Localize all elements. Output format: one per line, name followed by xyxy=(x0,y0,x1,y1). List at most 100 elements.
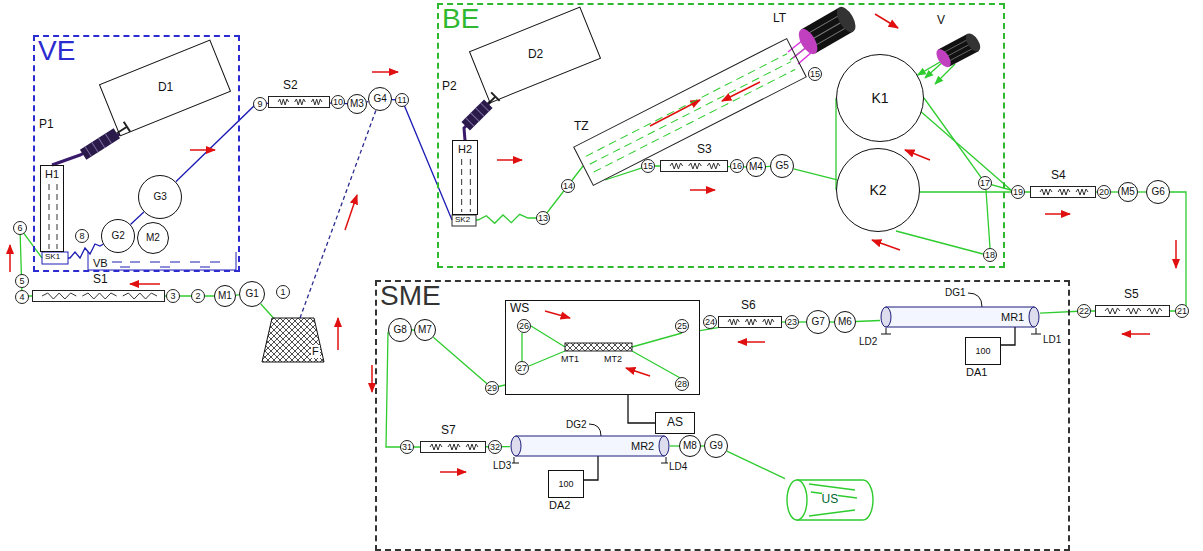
yarn-connector xyxy=(1138,191,1146,192)
stretch-zone: S3 xyxy=(660,160,728,172)
callout-number: 28 xyxy=(675,377,689,391)
roller-circle: M5 xyxy=(1118,182,1138,202)
callout-number: 27 xyxy=(515,361,529,375)
node-label: H2 xyxy=(458,143,472,156)
stretch-zone: S5 xyxy=(1095,305,1170,317)
node-label: H1 xyxy=(45,168,59,181)
dye-bath xyxy=(88,252,236,270)
stretch-zone-art xyxy=(661,161,729,173)
node-label: WS xyxy=(510,302,529,316)
callout-number: 24 xyxy=(703,315,717,329)
stretch-zone: S1 xyxy=(32,290,165,302)
stretch-zone-art xyxy=(1096,306,1171,318)
yarn-connector xyxy=(68,244,103,258)
yarn-connector xyxy=(835,98,836,190)
lamp-drum-art xyxy=(797,2,859,58)
node-label: V xyxy=(937,14,945,28)
part-label: P1 xyxy=(38,118,55,131)
yarn-connector xyxy=(300,110,376,318)
roller-circle: G5 xyxy=(770,154,794,178)
node-label: M7 xyxy=(418,324,432,336)
part-label: DG1 xyxy=(944,287,967,298)
node-label: G1 xyxy=(246,288,259,300)
roller-circle: G1 xyxy=(239,281,265,307)
node-label: 100 xyxy=(976,346,991,356)
node-label: S6 xyxy=(741,299,756,313)
stretch-zone: S4 xyxy=(1030,186,1096,198)
callout-number: 6 xyxy=(13,221,27,235)
yarn-connector xyxy=(670,445,679,446)
node-label: G7 xyxy=(812,316,825,328)
part-label: LD4 xyxy=(668,461,688,472)
callout-number: 1 xyxy=(276,285,290,299)
node-label: G4 xyxy=(374,93,387,105)
stretch-zone-art xyxy=(1031,187,1097,199)
stretch-zone: S2 xyxy=(268,96,330,108)
callout-number: 18 xyxy=(983,248,997,262)
callout-number: 23 xyxy=(785,315,799,329)
node-label: S5 xyxy=(1124,288,1139,302)
node-label: G6 xyxy=(1152,186,1165,198)
yarn-connector xyxy=(628,395,655,423)
region-label: SME xyxy=(380,282,441,310)
node-label: M2 xyxy=(146,232,160,244)
stretch-zone-art xyxy=(421,442,487,454)
display-box: 100DA1 xyxy=(965,337,1001,365)
part-label: LD3 xyxy=(492,460,512,471)
yarn-connector xyxy=(130,212,143,224)
measuring-tube: MR2 xyxy=(510,436,670,456)
region-frame: MR1100DA1S6G7M6WSASG8M7S7MR2100DA2M8G9US… xyxy=(375,280,1070,551)
node-label: S2 xyxy=(283,79,298,93)
syringe-pump xyxy=(461,92,499,130)
roller-circle: M1 xyxy=(214,285,236,307)
roller-circle: M4 xyxy=(746,157,766,177)
part-label: MT1 xyxy=(560,355,580,365)
roller-circle: K1 xyxy=(836,54,924,142)
yarn-connector xyxy=(918,62,940,75)
yarn-connector xyxy=(386,332,420,447)
node-label: M3 xyxy=(350,98,364,110)
roller-circle: G7 xyxy=(806,310,830,334)
yarn-connector xyxy=(176,103,268,181)
node-label: K1 xyxy=(872,90,889,106)
node-label: M6 xyxy=(838,316,852,328)
roller-circle: G8 xyxy=(388,318,412,342)
node-label: S4 xyxy=(1051,169,1066,183)
part-label: SK2 xyxy=(454,216,471,225)
callout-number: 9 xyxy=(253,97,267,111)
display-box: 100DA2 xyxy=(548,470,584,498)
roller-circle: G9 xyxy=(704,434,728,458)
roller-circle: G4 xyxy=(368,87,392,111)
callout-number: 21 xyxy=(1175,304,1189,318)
part-label: SK1 xyxy=(44,253,61,262)
region-frame: D2H2TZLTVK1K2S3M4G5BE xyxy=(437,3,1005,268)
callout-number: 4 xyxy=(15,290,29,304)
node-label: M8 xyxy=(683,440,697,452)
callout-number: 11 xyxy=(395,93,409,107)
node-label: MR2 xyxy=(631,440,654,453)
node-label: LT xyxy=(773,12,786,26)
node-label: S3 xyxy=(697,143,712,157)
yarn-connector xyxy=(476,166,583,223)
yarn-connector xyxy=(856,320,880,321)
roller-circle: M6 xyxy=(834,311,856,333)
sensor-leads xyxy=(509,293,1041,463)
roller-circle: M8 xyxy=(679,435,701,457)
winding-station: WS xyxy=(505,300,700,395)
node-label: D1 xyxy=(157,81,172,95)
callout-number: 15 xyxy=(641,159,655,173)
lamp-drum: V xyxy=(935,30,983,70)
callout-number: 29 xyxy=(485,381,499,395)
part-label: LD2 xyxy=(858,336,878,347)
node-label: M4 xyxy=(749,161,763,173)
stretch-zone-art xyxy=(269,97,331,109)
callout-number: 2 xyxy=(191,289,205,303)
lamp-drum: LT xyxy=(797,2,859,58)
region-frame: D1H1G3G2M2VE xyxy=(33,35,240,272)
node-label: M1 xyxy=(218,290,232,302)
unit-box: D1 xyxy=(99,40,231,137)
unit-box: AS xyxy=(655,412,695,434)
node-label: D2 xyxy=(527,48,542,62)
node-label: M5 xyxy=(1121,186,1135,198)
roller-circle: M2 xyxy=(137,222,169,254)
